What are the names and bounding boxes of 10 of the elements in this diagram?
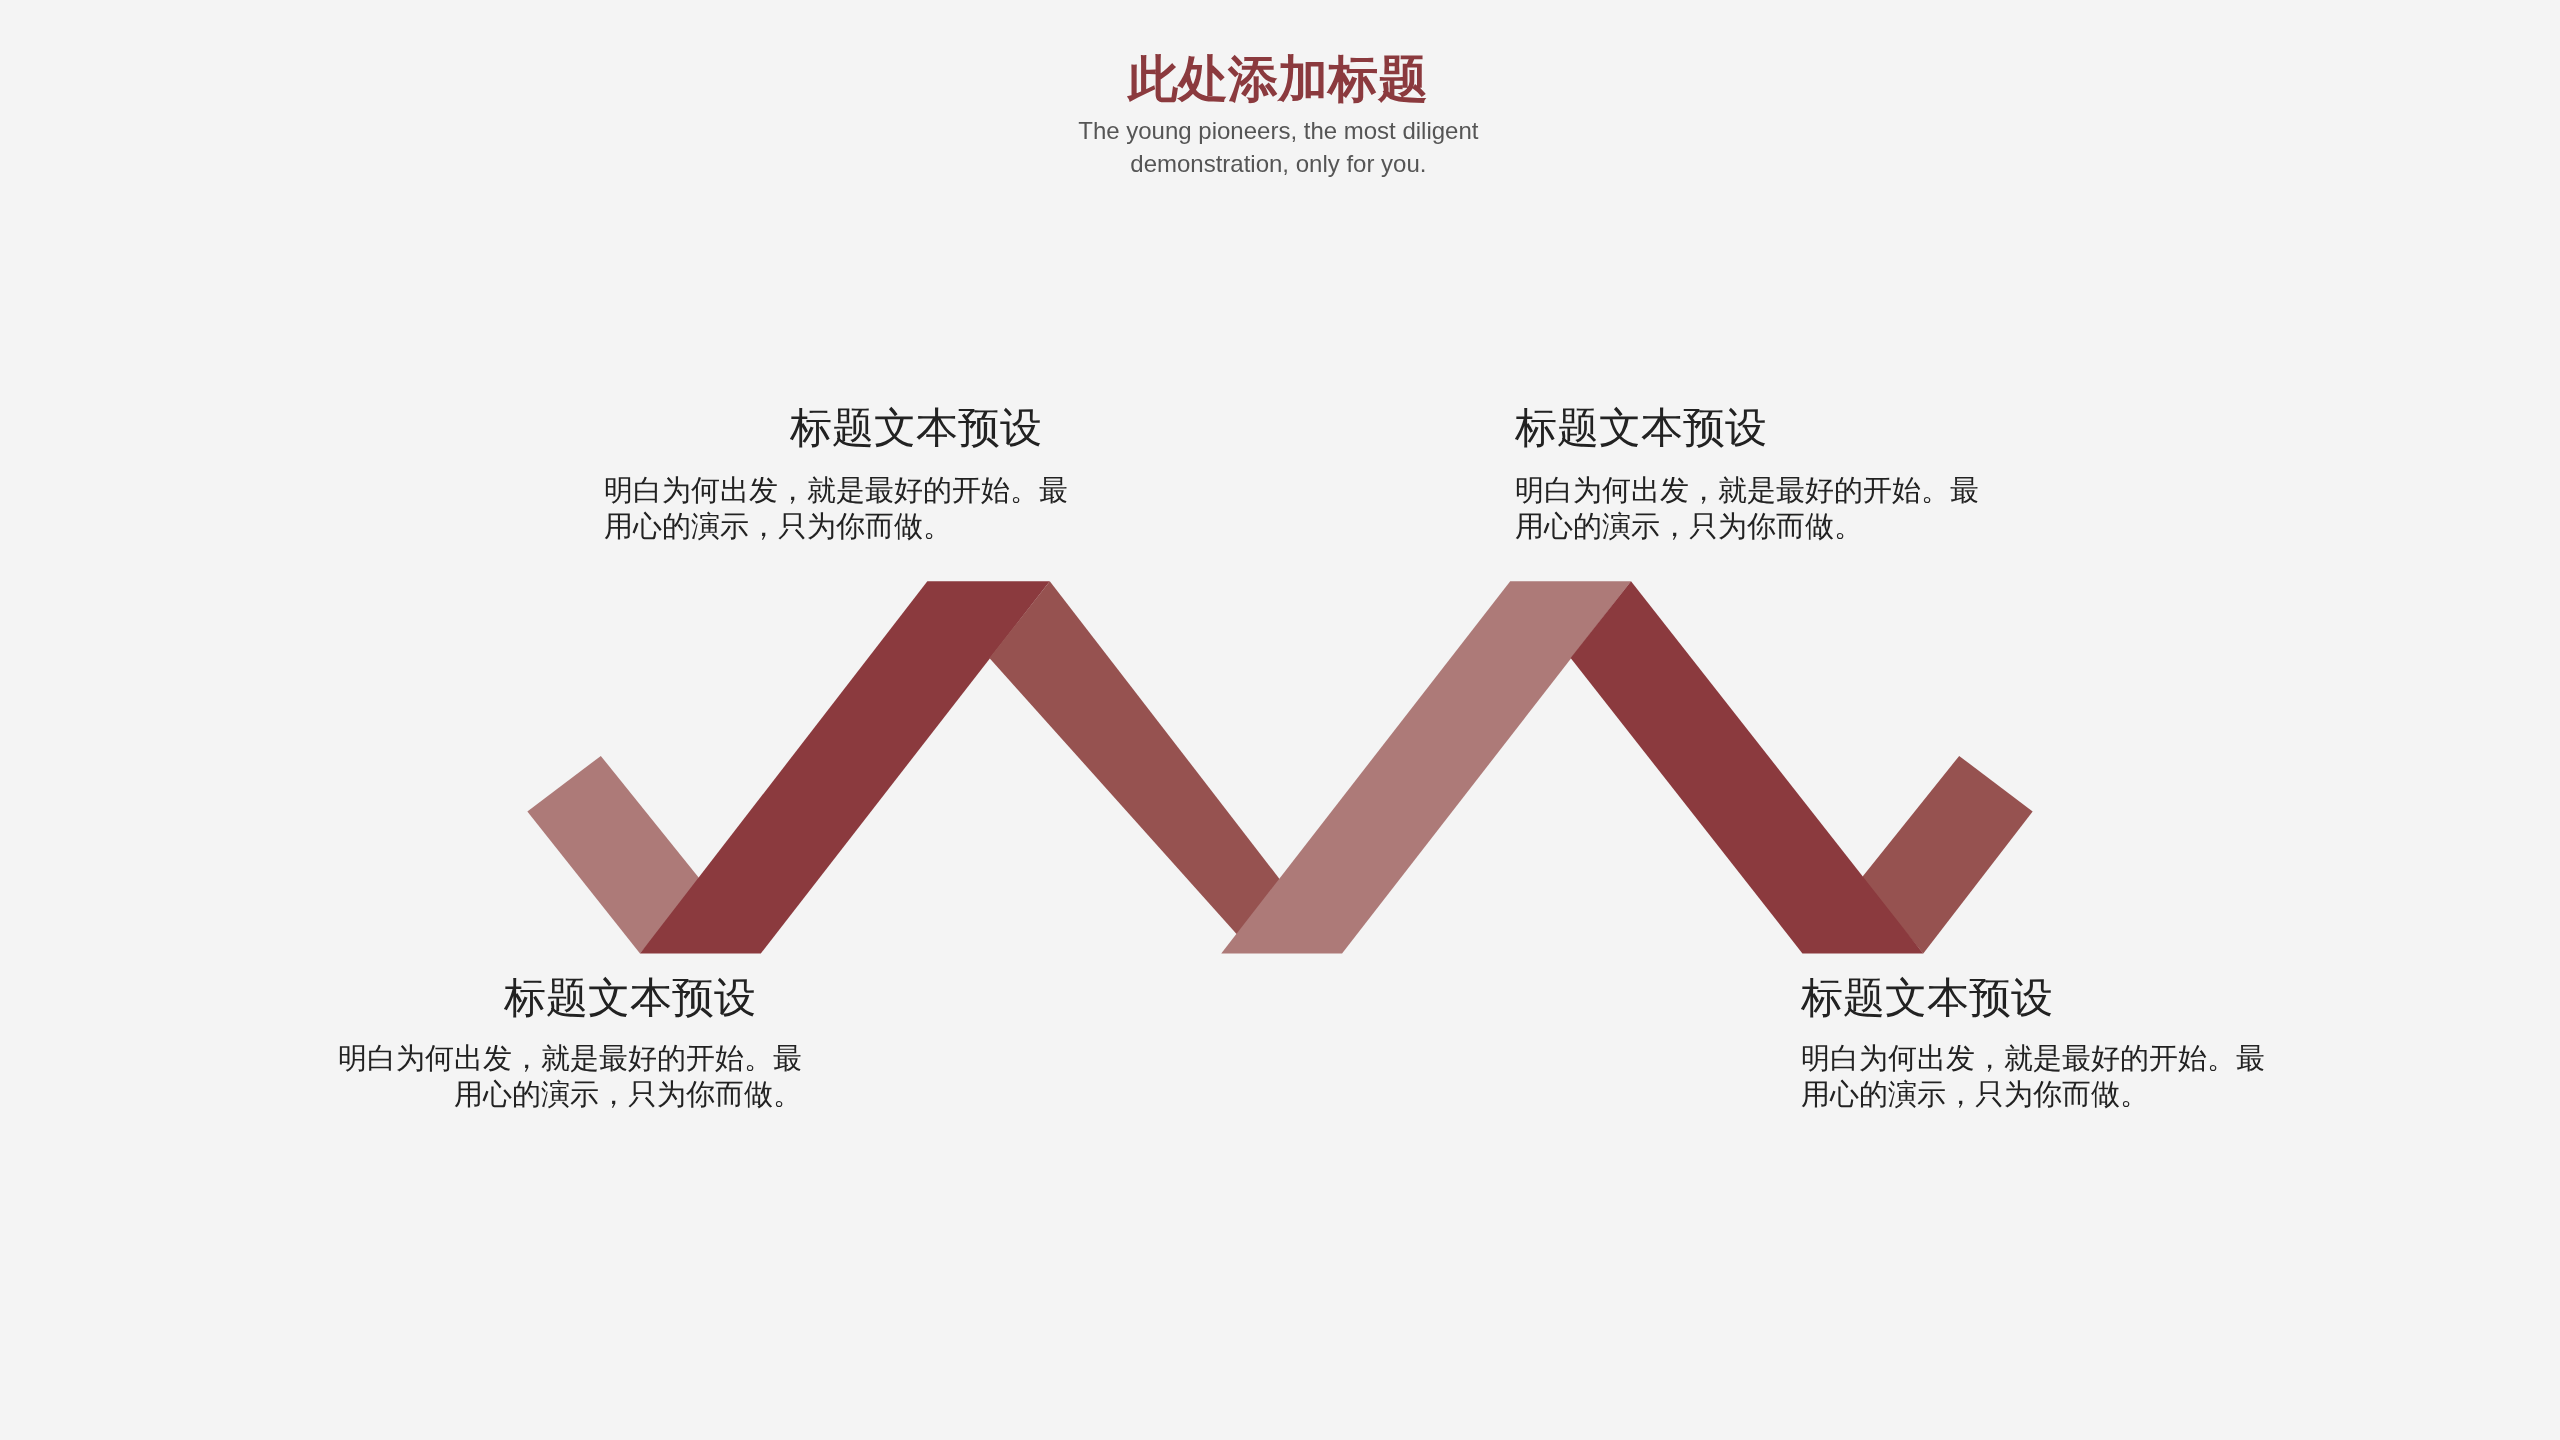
description-text: 明白为何出发，就是最好的开始。最用心的演示，只为你而做。 bbox=[1515, 471, 1981, 544]
description-text: 明白为何出发，就是最好的开始。最用心的演示，只为你而做。 bbox=[336, 1040, 802, 1112]
section-heading: 标题文本预设 bbox=[504, 973, 757, 1024]
description-text: 明白为何出发，就是最好的开始。最用心的演示，只为你而做。 bbox=[1800, 1040, 2266, 1112]
description-text: 明白为何出发，就是最好的开始。最用心的演示，只为你而做。 bbox=[604, 471, 1070, 544]
section-heading: 标题文本预设 bbox=[1515, 403, 1768, 454]
section-heading: 标题文本预设 bbox=[1800, 973, 2053, 1024]
subtitle-text: The young pioneers, the most diligent demonstration, only for you. bbox=[1077, 116, 1480, 180]
section-heading: 标题文本预设 bbox=[790, 403, 1043, 454]
title-heading: 此处添加标题 bbox=[1128, 48, 1429, 109]
